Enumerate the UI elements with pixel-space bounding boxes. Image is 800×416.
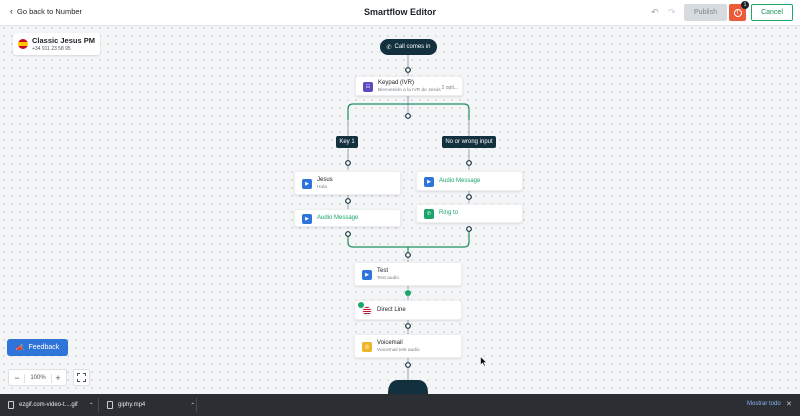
redo-icon[interactable]: ↷ [668, 7, 676, 17]
chevron-up-icon[interactable]: ⌃ [88, 402, 94, 409]
zoom-control: − 100% + [8, 369, 67, 386]
close-icon[interactable]: ✕ [786, 401, 792, 408]
show-all-link[interactable]: Mostrar todo [747, 401, 781, 407]
file-icon [8, 401, 14, 409]
undo-icon[interactable]: ↶ [651, 7, 659, 17]
warnings-button[interactable]: ! 1 [729, 1, 749, 21]
megaphone-icon: 📣 [15, 344, 25, 352]
node-title: Keypad (IVR) [378, 80, 415, 86]
publish-button[interactable]: Publish [684, 4, 727, 21]
phone-ring-icon: ✆ [424, 209, 434, 219]
node-title: Audio Message [317, 215, 359, 221]
phone-icon: ✆ [386, 44, 392, 51]
node-keypad-ivr[interactable]: ☷ Keypad (IVR) Bienvenido a la IVR de Je… [355, 76, 463, 96]
node-title: Direct Line [377, 307, 406, 313]
fullscreen-icon [77, 373, 86, 382]
branch-key-1[interactable]: Key 1 [336, 136, 358, 148]
cancel-button[interactable]: Cancel [751, 4, 793, 21]
play-icon: ▶ [302, 179, 312, 189]
node-subtitle: Voicemail test audio [377, 348, 420, 353]
node-audio-message-left[interactable]: ▶ Audio Message [294, 209, 401, 227]
play-icon: ▶ [302, 214, 312, 224]
zoom-out-button[interactable]: − [14, 373, 20, 383]
play-icon: ▶ [424, 177, 434, 187]
number-card: Classic Jesus PM +34 911 23 58 95 [13, 33, 100, 55]
page-title: Smartflow Editor [363, 7, 436, 17]
node-title: Jesus [317, 177, 333, 183]
warning-count-badge: 1 [741, 1, 749, 9]
file-icon [107, 401, 113, 409]
number-phone: +34 911 23 58 95 [32, 46, 71, 52]
options-count: 2 opti... [441, 85, 458, 91]
chevron-up-icon[interactable]: ⌃ [190, 402, 196, 409]
download-filename: ezgif.com-video-t....gif [19, 402, 78, 408]
active-status-dot [358, 302, 364, 308]
top-bar: ‹ Go back to Number Smartflow Editor ↶ ↷… [0, 0, 800, 26]
call-comes-in-trigger[interactable]: ✆ Call comes in [380, 39, 437, 55]
node-audio-message-right[interactable]: ▶ Audio Message [416, 171, 523, 191]
node-title: Test [377, 268, 389, 274]
node-ring-to[interactable]: ✆ Ring to [416, 204, 523, 223]
node-jesus[interactable]: ▶ Jesus Hola [294, 171, 401, 195]
divider [98, 398, 99, 412]
downloads-bar: ezgif.com-video-t....gif ⌃ giphy.mp4 ⌃ M… [0, 394, 800, 416]
play-icon: ▶ [362, 270, 372, 280]
keypad-icon: ☷ [363, 82, 373, 92]
download-item[interactable]: giphy.mp4 ⌃ [107, 401, 195, 409]
node-subtitle: Hola [317, 185, 327, 190]
node-direct-line[interactable]: Direct Line [354, 300, 462, 320]
download-filename: giphy.mp4 [118, 402, 146, 408]
mouse-cursor-icon [480, 356, 488, 367]
node-title: Voicemail [377, 340, 403, 346]
number-name: Classic Jesus PM [32, 36, 95, 45]
node-subtitle: Test audio [377, 276, 399, 281]
branch-no-input[interactable]: No or wrong input [442, 136, 496, 148]
node-test[interactable]: ▶ Test Test audio [354, 262, 462, 286]
voicemail-icon: ◎ [362, 342, 372, 352]
feedback-label: Feedback [28, 344, 60, 351]
alert-icon: ! [733, 8, 742, 17]
flow-connectors [345, 55, 472, 394]
us-flag-icon [362, 306, 372, 316]
trigger-label: Call comes in [394, 44, 431, 50]
chevron-left-icon: ‹ [10, 6, 13, 16]
node-subtitle: Bienvenido a la IVR de Jesús [378, 88, 441, 93]
divider [196, 398, 197, 412]
node-voicemail[interactable]: ◎ Voicemail Voicemail test audio [354, 334, 462, 358]
node-title: Ring to [439, 210, 459, 216]
back-label: Go back to Number [17, 7, 83, 16]
download-item[interactable]: ezgif.com-video-t....gif ⌃ [8, 401, 94, 409]
zoom-level: 100% [24, 374, 52, 383]
node-title: Audio Message [439, 178, 481, 184]
feedback-button[interactable]: 📣 Feedback [7, 339, 68, 356]
zoom-in-button[interactable]: + [55, 373, 61, 383]
spain-flag-icon [18, 39, 28, 49]
back-link[interactable]: ‹ Go back to Number [10, 6, 83, 17]
fit-to-screen-button[interactable] [73, 369, 90, 386]
